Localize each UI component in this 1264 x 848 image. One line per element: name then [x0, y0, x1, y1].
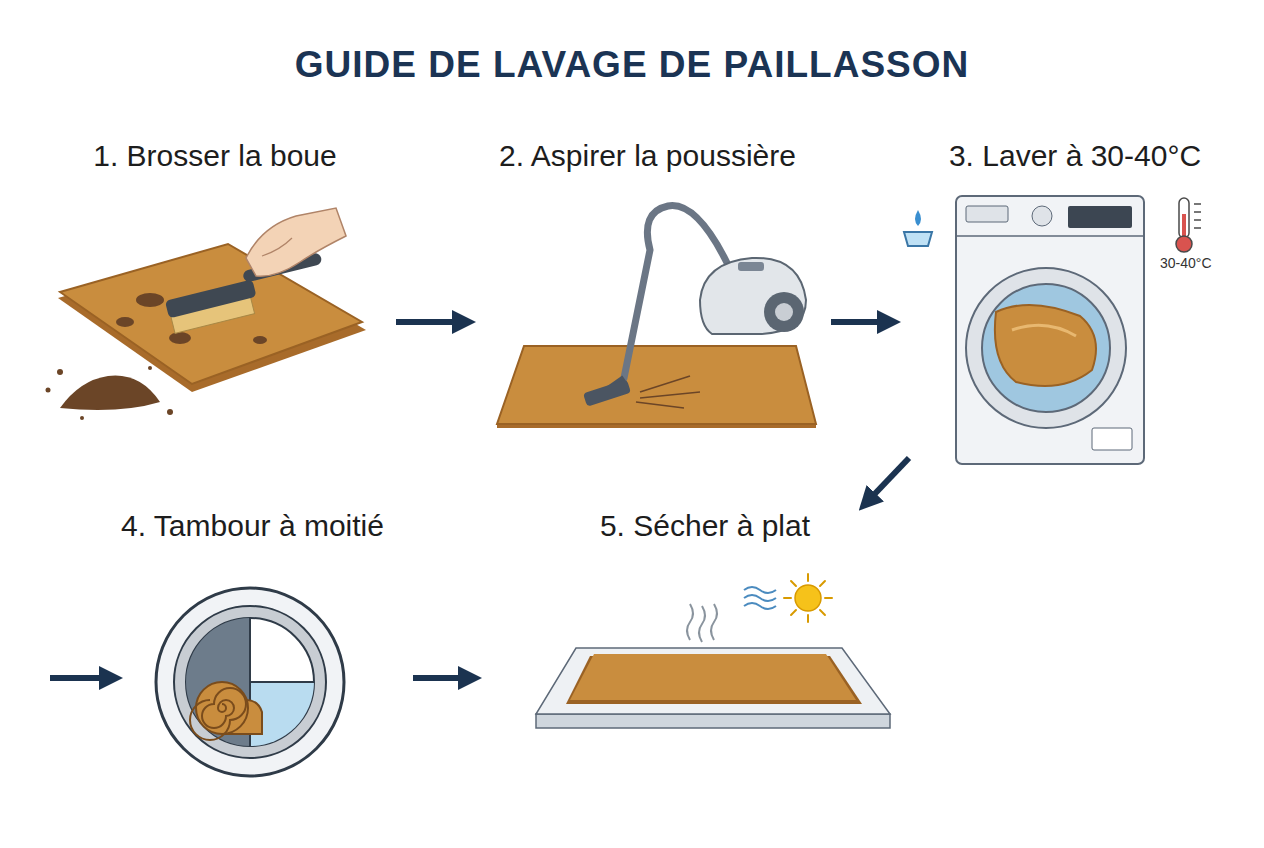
- step-heading: 5. Sécher à plat: [500, 508, 910, 544]
- flow-arrow: [50, 458, 909, 678]
- step-panel: 1. Brosser la boue: [40, 138, 390, 438]
- flow-arrow: [396, 322, 464, 323]
- arrow-segment: [413, 675, 470, 681]
- arrow-segment: [831, 319, 889, 325]
- washing-machine-illustration: [904, 196, 1201, 464]
- temperature-label: 30-40°C: [1160, 255, 1212, 271]
- step-panel: 5. Sécher à plat: [500, 508, 910, 738]
- vacuum-illustration: [497, 206, 816, 428]
- arrow-segment: [50, 675, 111, 681]
- arrow-segment: [396, 319, 464, 325]
- arrow-segment: [867, 458, 909, 502]
- diagram-title: GUIDE DE LAVAGE DE PAILLASSON: [0, 44, 1264, 86]
- step-heading: 2. Aspirer la poussière: [470, 138, 825, 174]
- step-panel: 2. Aspirer la poussière: [470, 138, 825, 433]
- step-heading: 1. Brosser la boue: [40, 138, 390, 174]
- flow-arrow: [831, 322, 889, 323]
- flow-arrow: [413, 678, 470, 679]
- step-heading: 3. Laver à 30-40°C: [895, 138, 1255, 174]
- step-panel: 3. Laver à 30-40°C: [895, 138, 1255, 462]
- drying-illustration: [536, 574, 890, 728]
- brushing-illustration: [46, 208, 367, 420]
- drum-illustration: [156, 588, 344, 776]
- step-heading: 4. Tambour à moitié: [117, 508, 388, 544]
- step-panel: 4. Tambour à moitié: [117, 508, 388, 790]
